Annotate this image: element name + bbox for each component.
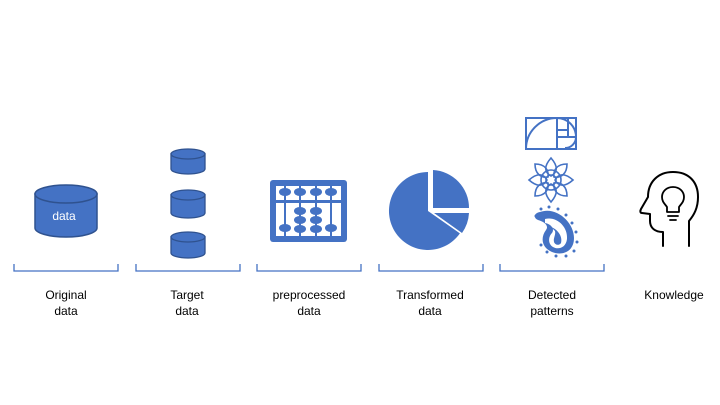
- database-middle: [170, 189, 206, 219]
- paisley-icon: [534, 205, 579, 258]
- label-original: Original data: [45, 288, 87, 318]
- pie-chart-icon: [388, 170, 470, 250]
- label-target: Target data: [170, 288, 204, 318]
- mandala-icon: [527, 156, 575, 204]
- database-top: [170, 148, 206, 175]
- stage-brackets: [13, 264, 605, 272]
- head-lightbulb-icon: [639, 171, 699, 247]
- label-preprocessed: preprocessed data: [272, 288, 346, 318]
- label-transformed: Transformed data: [396, 288, 464, 318]
- bracket-transformed: [378, 264, 484, 272]
- label-knowledge: Knowledge: [644, 288, 704, 302]
- bracket-target: [135, 264, 241, 272]
- database-bottom: [170, 231, 206, 259]
- bracket-patterns: [499, 264, 605, 272]
- stacked-database-icon: [170, 148, 206, 259]
- bracket-preprocessed: [256, 264, 362, 272]
- bracket-original: [13, 264, 119, 272]
- label-patterns: Detected patterns: [527, 288, 577, 318]
- abacus-icon: [270, 180, 347, 242]
- cylinder-label: data: [52, 209, 76, 223]
- database-cylinder-icon: data: [34, 184, 98, 238]
- golden-spiral-icon: [525, 116, 578, 150]
